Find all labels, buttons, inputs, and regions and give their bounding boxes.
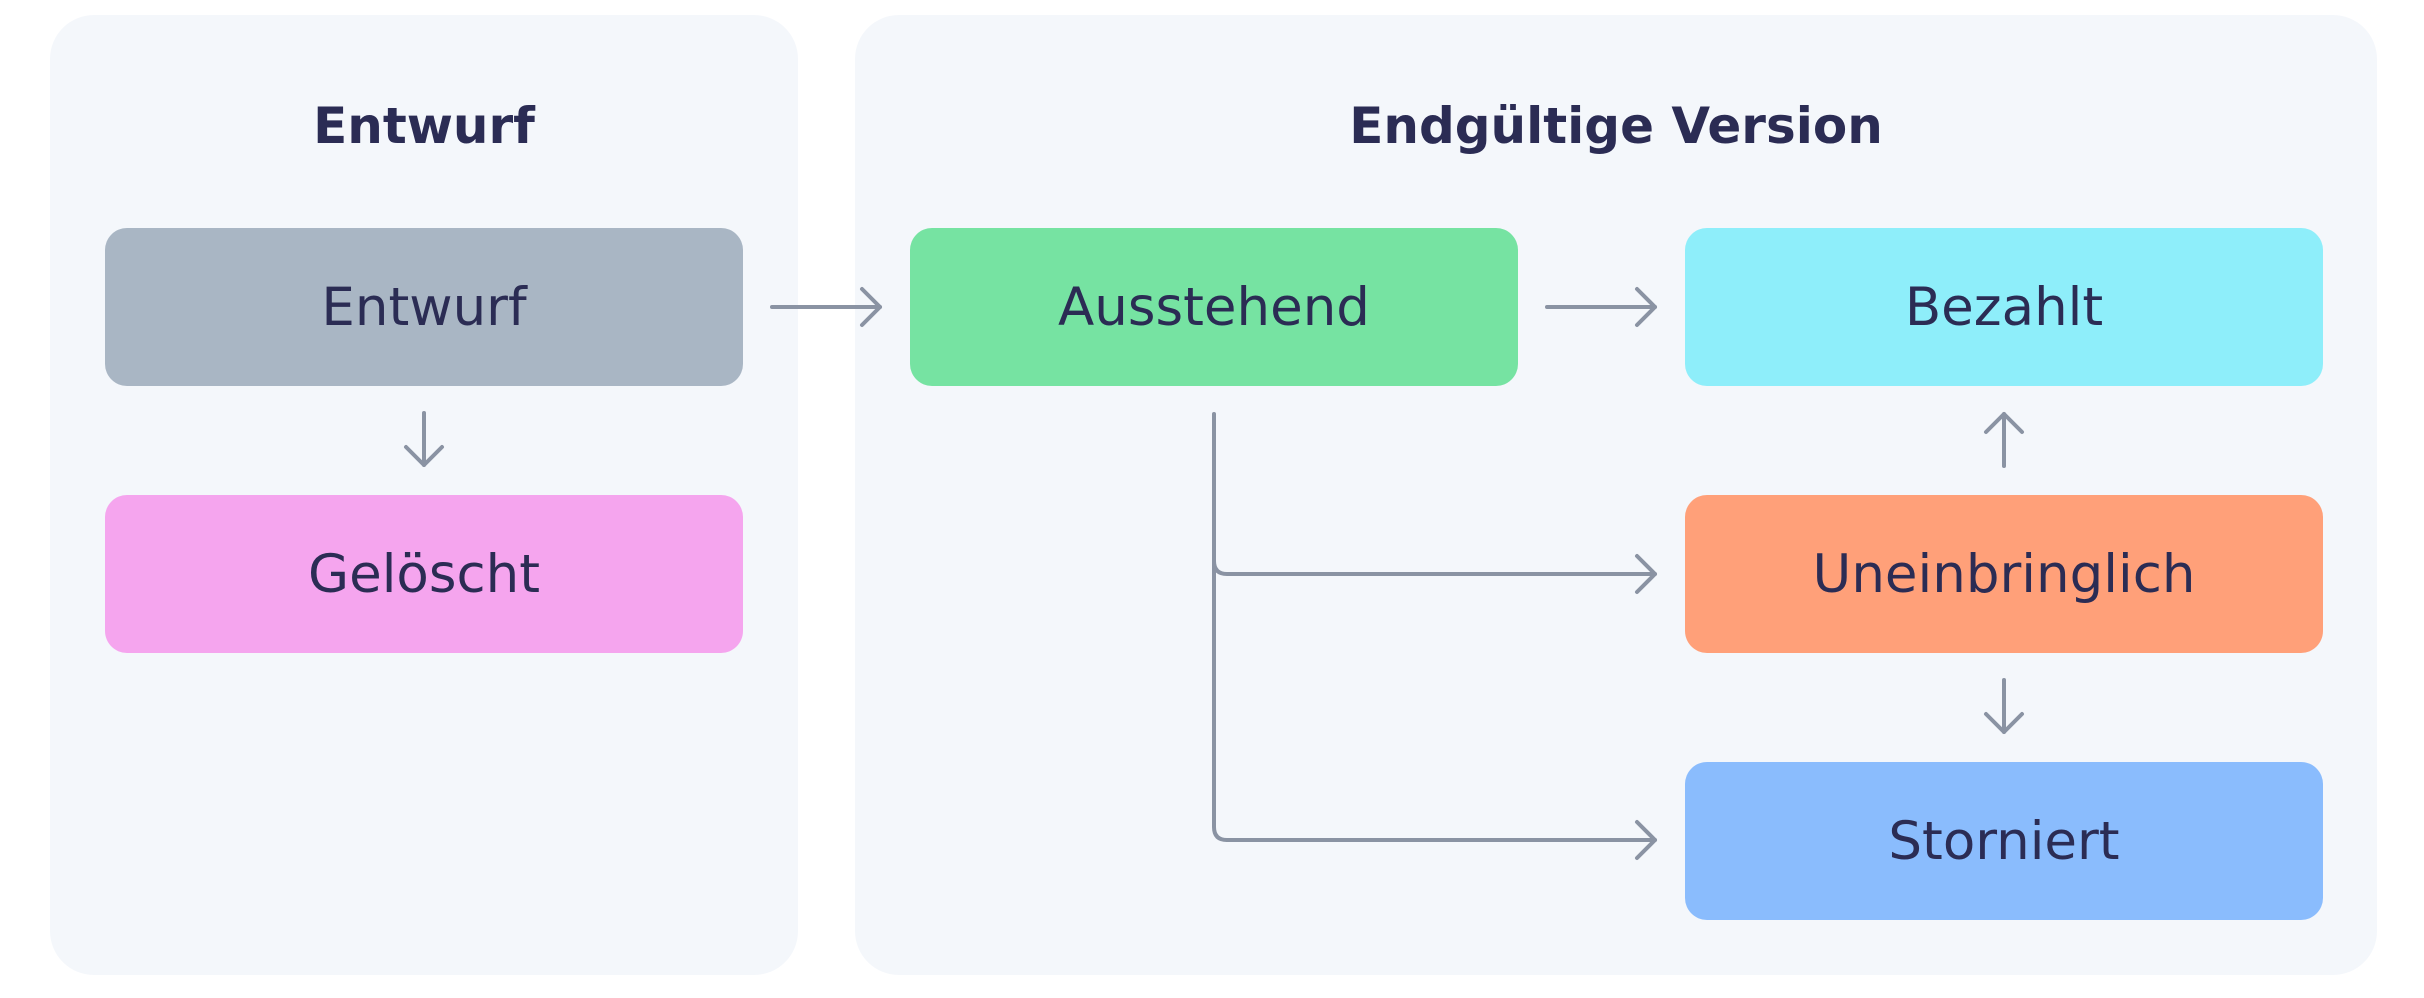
final-version-group-title: Endgültige Version: [1349, 97, 1883, 155]
arrow-uncollectible-to-canceled: [1984, 678, 2024, 734]
arrow-pending-to-paid: [1545, 287, 1657, 327]
arrow-pending-to-uncollectible: [1212, 554, 1657, 594]
status-deleted-node: Gelöscht: [105, 495, 743, 653]
status-canceled-node: Storniert: [1685, 762, 2323, 920]
arrow-uncollectible-to-paid: [1984, 412, 2024, 468]
arrow-pending-branch-trunk: [1212, 412, 1229, 842]
arrow-pending-to-canceled: [1225, 820, 1657, 860]
status-draft-node: Entwurf: [105, 228, 743, 386]
status-uncollectible-node: Uneinbringlich: [1685, 495, 2323, 653]
status-pending-node: Ausstehend: [910, 228, 1518, 386]
arrow-draft-to-pending: [770, 287, 882, 327]
arrow-draft-to-deleted: [404, 411, 444, 467]
draft-group-title: Entwurf: [313, 97, 535, 155]
status-paid-node: Bezahlt: [1685, 228, 2323, 386]
